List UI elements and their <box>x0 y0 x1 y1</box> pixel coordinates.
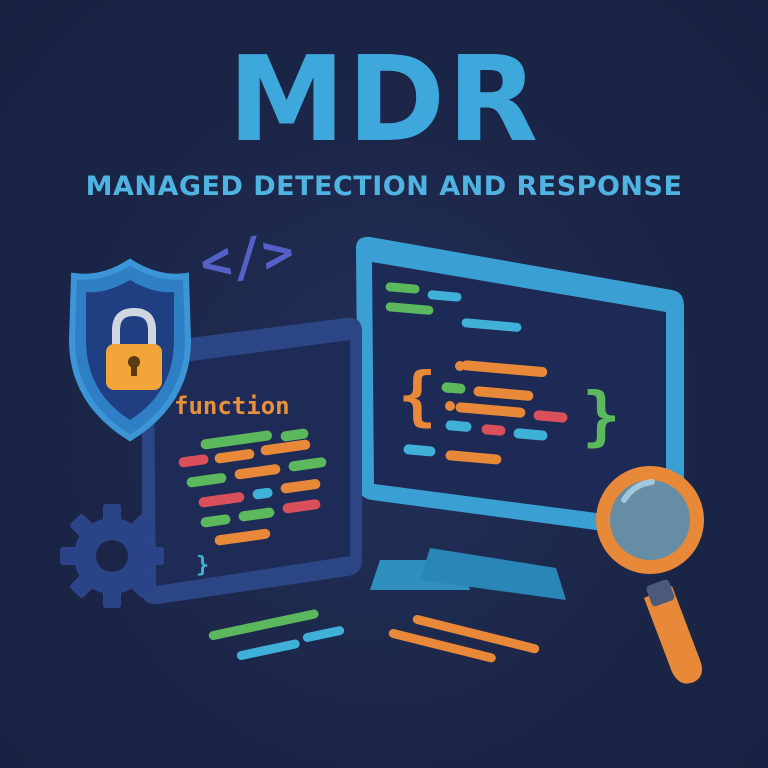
editor-code-line <box>200 514 231 528</box>
magnifier-collar <box>646 579 675 607</box>
editor-code-line <box>260 439 311 456</box>
monitor-code-dot <box>443 383 453 393</box>
editor-code-line <box>214 449 255 464</box>
floating-code-line <box>412 614 540 654</box>
monitor-stand-base <box>420 548 566 600</box>
editor-code-line <box>280 479 321 494</box>
editor-code-line <box>288 457 327 472</box>
floating-code-line <box>208 609 319 640</box>
monitor-code-line <box>533 410 568 423</box>
editor-closing-brace: } <box>196 553 209 578</box>
monitor-code-line <box>461 360 548 378</box>
magnifying-glass-icon <box>596 466 704 684</box>
magnifier-lens <box>610 480 690 560</box>
lock-shackle <box>112 307 156 348</box>
monitor-code-line <box>455 402 526 418</box>
monitor-code-line <box>473 386 534 401</box>
shield-lock-icon <box>68 258 192 442</box>
page-subtitle: MANAGED DETECTION AND RESPONSE <box>85 171 683 202</box>
magnifier-glint <box>621 479 655 503</box>
code-editor-panel <box>142 317 362 605</box>
editor-code-line <box>214 528 271 546</box>
monitor-code-line <box>403 444 436 457</box>
editor-code-line <box>186 473 227 488</box>
monitor-code-line <box>481 424 506 436</box>
monitor-code-line <box>461 318 522 332</box>
magnifier-handle <box>644 586 702 684</box>
monitor-code-dot <box>445 401 455 411</box>
gear-icon <box>60 504 164 608</box>
editor-code-line <box>178 454 209 468</box>
monitor-code-line <box>385 282 420 294</box>
monitor-close-brace: } <box>582 380 621 454</box>
monitor-code-line <box>385 302 434 315</box>
monitor-code-line <box>445 420 472 432</box>
floating-code-line <box>236 639 300 660</box>
function-keyword: function <box>174 392 290 420</box>
editor-code-line <box>282 499 321 514</box>
editor-code-line <box>198 492 245 508</box>
page-title: MDR <box>227 30 541 168</box>
floating-code-line <box>302 626 345 642</box>
monitor-code-line <box>513 428 548 441</box>
monitor-code-line <box>445 450 502 465</box>
monitor <box>356 236 684 600</box>
floating-code-line <box>388 628 496 663</box>
editor-code-line <box>252 487 273 500</box>
lock-keyhole-slot <box>131 362 137 376</box>
monitor-open-brace: { <box>398 360 437 434</box>
monitor-code-line <box>427 290 462 302</box>
editor-code-line <box>200 430 273 450</box>
editor-code-line <box>280 428 309 442</box>
editor-code-line <box>234 464 281 480</box>
monitor-code-dot <box>455 361 465 371</box>
editor-code-line <box>238 507 275 522</box>
